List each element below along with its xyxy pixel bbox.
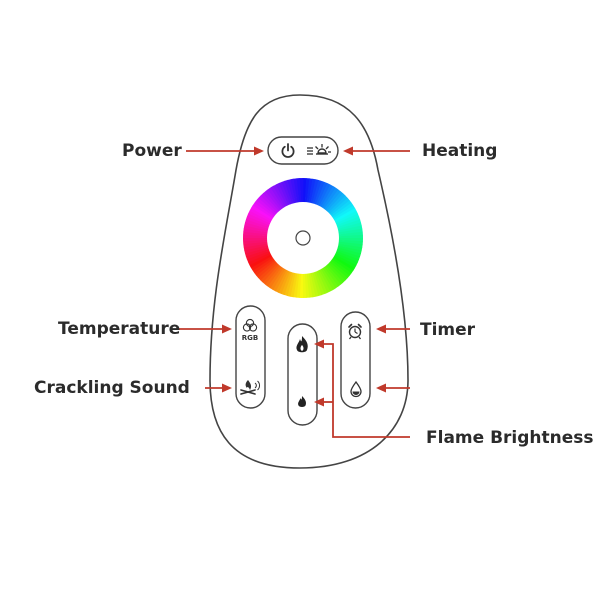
temperature-arrowhead bbox=[222, 324, 232, 334]
callout-arrows bbox=[177, 146, 410, 438]
temperature-label: Temperature bbox=[58, 319, 181, 339]
power-arrowhead bbox=[254, 146, 264, 156]
rgb-text: RGB bbox=[242, 334, 258, 342]
color-wheel-center-ring bbox=[295, 230, 311, 246]
power-icon[interactable] bbox=[281, 143, 295, 158]
rgb-circles-icon[interactable]: RGB bbox=[242, 318, 258, 342]
flame-small-icon[interactable] bbox=[298, 396, 307, 407]
right-button-pill bbox=[340, 311, 371, 409]
heating-arrowhead bbox=[343, 146, 353, 156]
heating-label: Heating bbox=[422, 141, 498, 161]
flame-up-arrowhead bbox=[314, 339, 324, 349]
flame-down-arrowhead bbox=[314, 397, 324, 407]
timer-label: Timer bbox=[420, 320, 476, 340]
flame-brightness-connector bbox=[322, 343, 410, 438]
middle-button-pill bbox=[287, 323, 318, 426]
alarm-clock-icon[interactable] bbox=[348, 323, 362, 340]
drop-arrowhead bbox=[376, 383, 386, 393]
timer-arrowhead bbox=[376, 324, 386, 334]
water-drop-icon[interactable] bbox=[350, 380, 362, 398]
crackling-sound-label: Crackling Sound bbox=[34, 378, 190, 398]
power-label: Power bbox=[122, 141, 182, 161]
flame-brightness-label: Flame Brightness bbox=[426, 428, 594, 448]
crackling-arrowhead bbox=[222, 383, 232, 393]
heater-sun-icon[interactable] bbox=[307, 144, 331, 155]
flame-large-icon[interactable] bbox=[296, 336, 308, 353]
power-heating-pill bbox=[267, 136, 339, 165]
left-button-pill bbox=[235, 305, 266, 409]
campfire-sound-icon[interactable] bbox=[240, 380, 260, 395]
